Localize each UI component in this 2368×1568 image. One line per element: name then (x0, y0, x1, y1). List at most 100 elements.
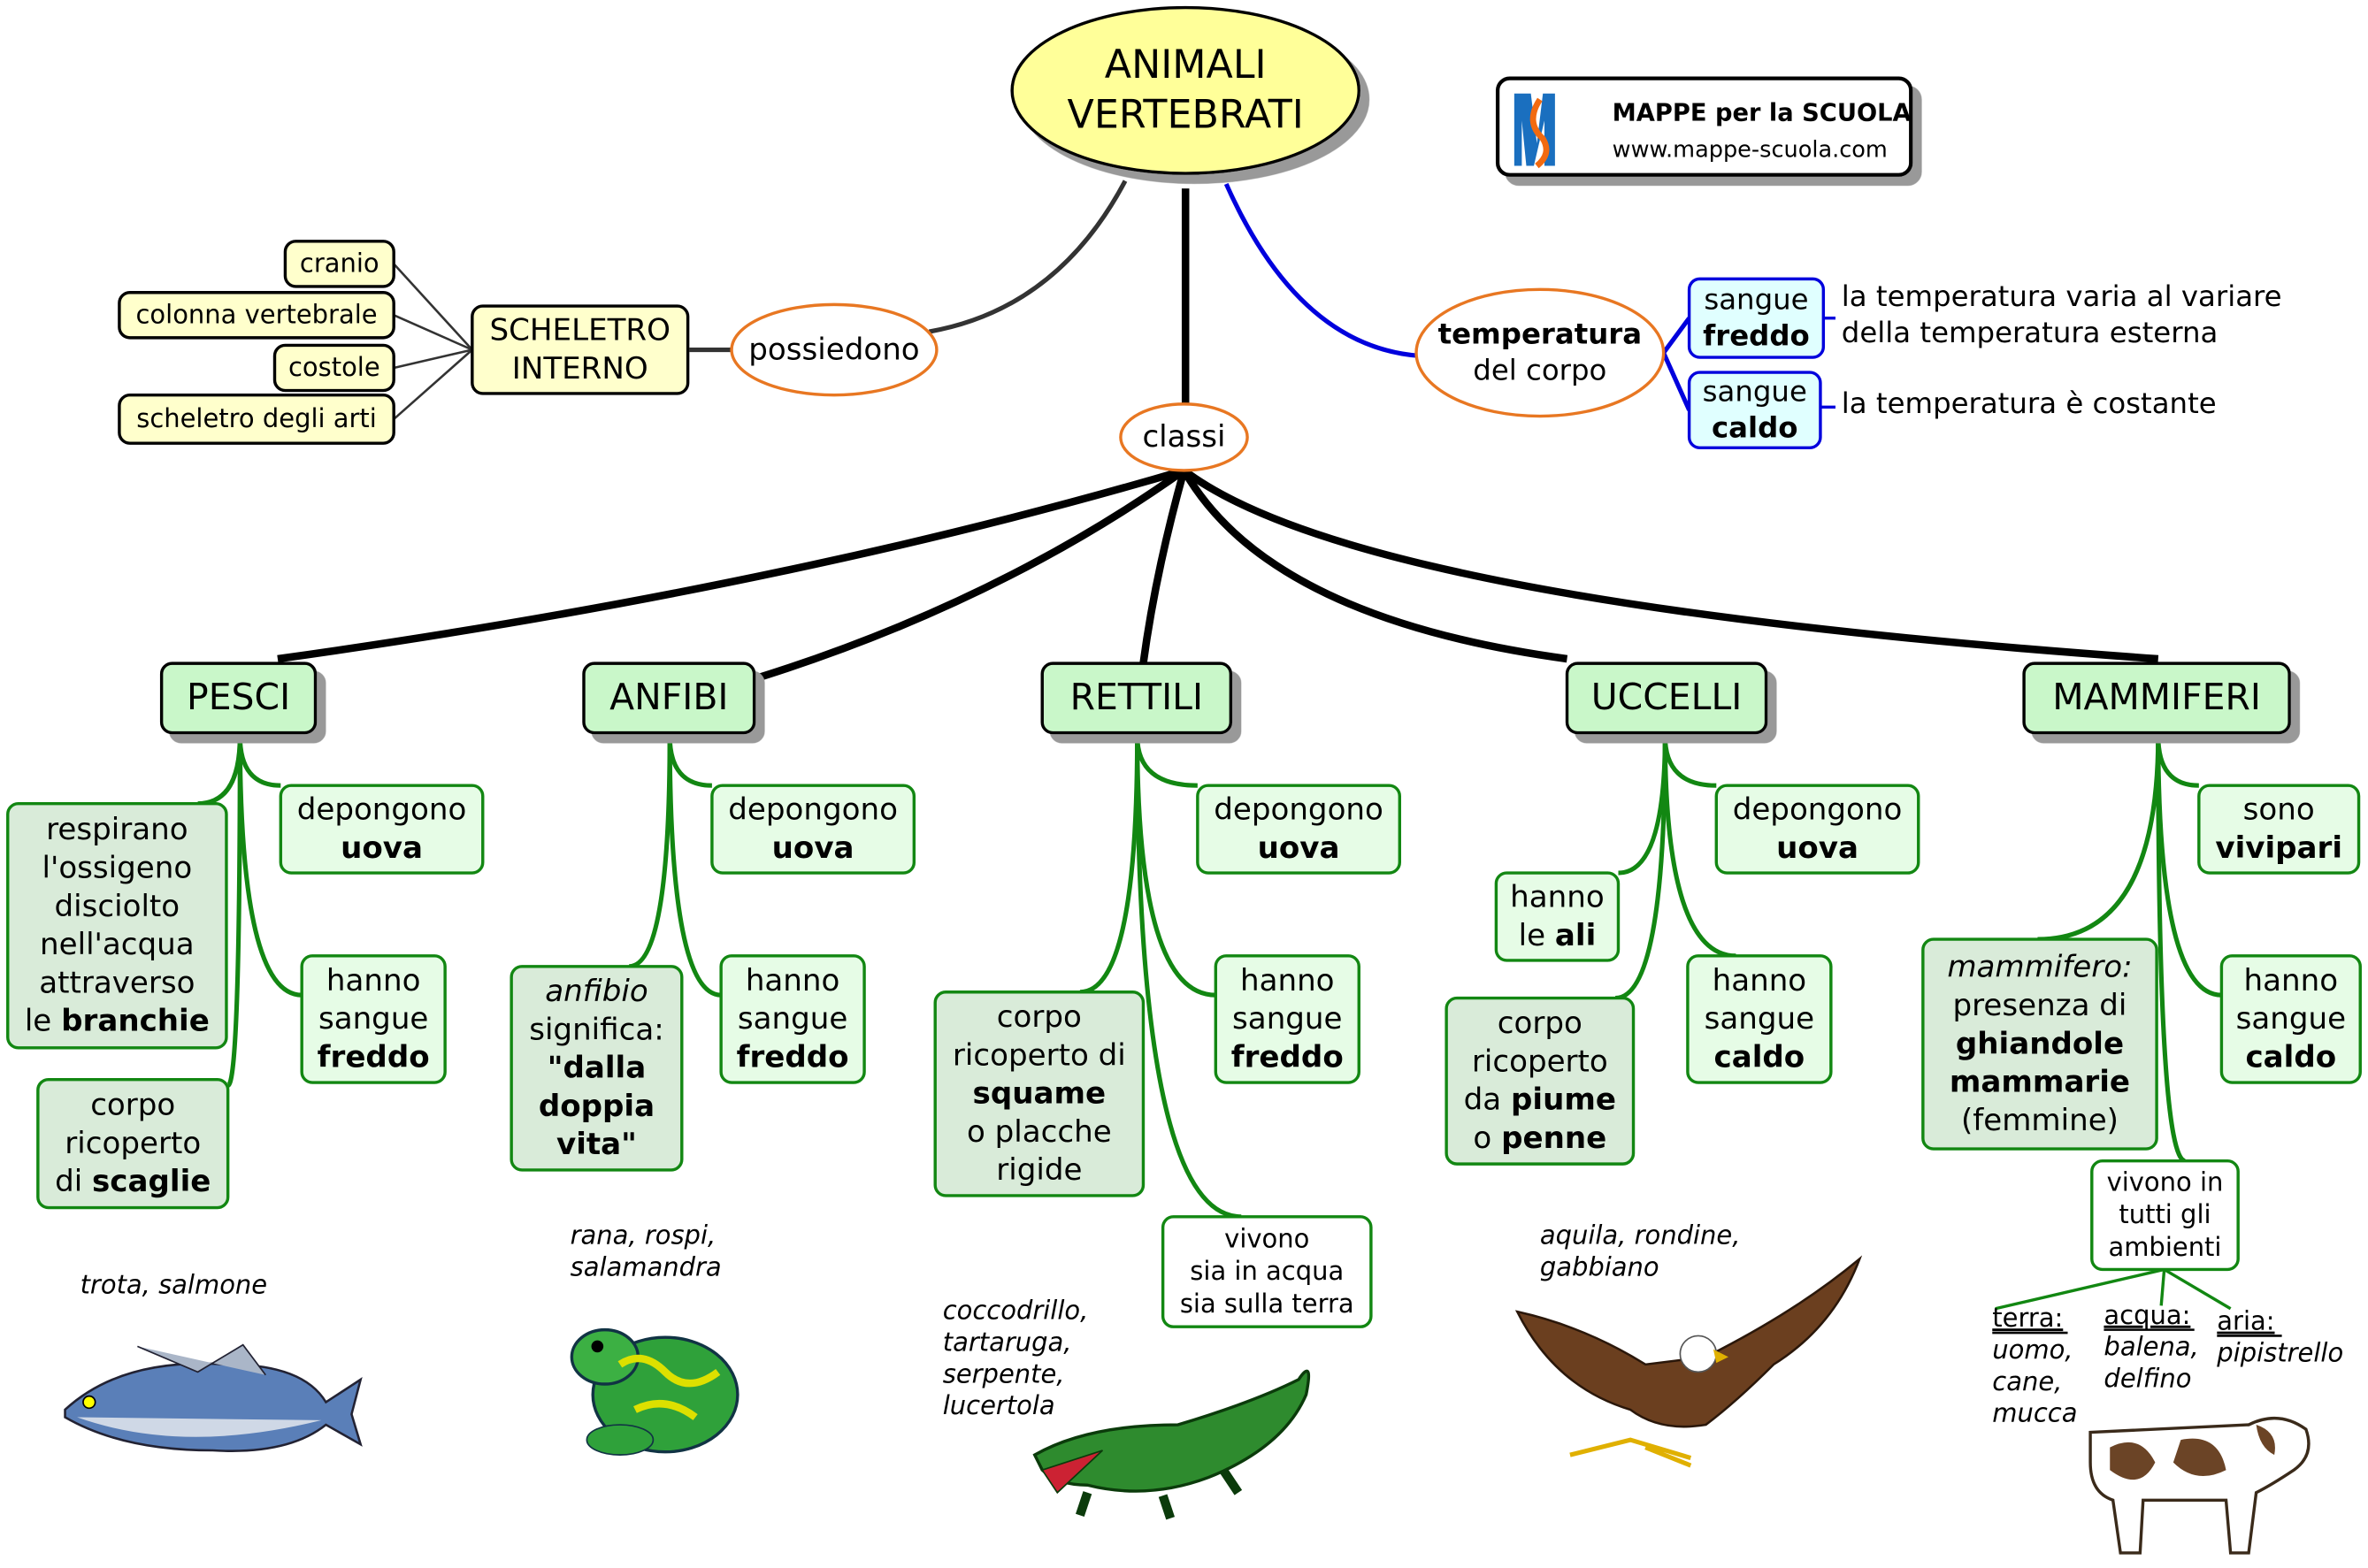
node-text-segment: corpo (1498, 1006, 1582, 1041)
connector-anfibi-detail (667, 735, 722, 998)
logo-url[interactable]: www.mappe-scuola.com (1613, 136, 1888, 163)
node-text-segment: di (55, 1164, 92, 1199)
node-text-segment: hanno (1510, 880, 1605, 915)
node-text-segment: attraverso (39, 965, 195, 1000)
node-box (2197, 784, 2361, 875)
connector-scheletro-part (393, 314, 473, 351)
node-text-segment: depongono (1733, 792, 1903, 828)
logo[interactable]: MAPPE per la SCUOLA www.mappe-scuola.com (1495, 76, 1913, 177)
node-text-segment: ANIMALI (1105, 42, 1267, 88)
node-text-segment: disciolto (55, 889, 180, 924)
node-uccelli[interactable]: UCCELLI (1565, 662, 1768, 735)
node-text: scheletro degli arti (136, 403, 377, 433)
connector-scheletro-part (393, 348, 473, 420)
node-text-segment: classi (1142, 419, 1225, 455)
node-text: PESCI (187, 676, 290, 718)
connector-uccelli-detail (1614, 735, 1667, 1001)
node-shape (1010, 5, 1360, 175)
node-pesci[interactable]: PESCI (159, 662, 318, 735)
node-text-segment: hanno (1713, 963, 1807, 998)
node-rettili[interactable]: RETTILI (1040, 662, 1233, 735)
node-shape (730, 302, 939, 397)
node-classi[interactable]: classi (1119, 402, 1249, 472)
node-colonna[interactable]: colonna vertebrale (118, 291, 395, 340)
node-text-segment: o placche (967, 1114, 1112, 1150)
node-costole[interactable]: costole (272, 343, 395, 393)
examples-rettili: lucertola (943, 1390, 1055, 1420)
node-text-segment: sangue (2236, 1001, 2346, 1036)
connector-uccelli-detail (1662, 735, 1717, 788)
habitat-aria-label: aria: (2217, 1306, 2274, 1336)
node-arti[interactable]: scheletro degli arti (118, 393, 395, 445)
node-text-segment: uova (1776, 830, 1858, 866)
node-text-segment: cranio (300, 248, 379, 278)
node-text-segment: scheletro degli arti (136, 403, 377, 433)
logo-box (1495, 76, 1913, 177)
habitat-acqua-label: acqua: (2104, 1300, 2190, 1330)
node-text-segment: uova (772, 830, 854, 866)
node-text-segment: ali (1555, 918, 1596, 953)
examples-anfibi: salamandra (571, 1251, 722, 1281)
examples-uccelli: gabbiano (1540, 1251, 1659, 1281)
node-caldo-desc[interactable]: la temperatura è costante (1842, 386, 2217, 420)
node-anfibi[interactable]: ANFIBI (582, 662, 756, 735)
node-text-segment: branchie (61, 1004, 210, 1039)
node-text-segment: VERTEBRATI (1068, 92, 1304, 137)
node-possiedono[interactable]: possiedono (730, 302, 939, 397)
node-box (1494, 871, 1621, 962)
node-text: RETTILI (1070, 676, 1203, 718)
node-mammiferi[interactable]: MAMMIFERI (2022, 662, 2291, 735)
node-text-segment: scaglie (92, 1164, 211, 1199)
node-text-segment: ghiandole (1956, 1026, 2124, 1061)
node-text: MAMMIFERI (2052, 676, 2261, 718)
node-box (1921, 937, 2158, 1151)
node-box (1687, 277, 1826, 359)
node-text-segment: (femmine) (1961, 1103, 2119, 1138)
node-text-segment: depongono (728, 792, 898, 828)
node-text: ANFIBI (609, 676, 728, 718)
node-text-segment: mammifero: (1947, 950, 2132, 985)
connector-mammiferi-detail (2156, 735, 2187, 1164)
connector-ambienti-terra (1995, 1267, 2165, 1311)
node-box (582, 662, 756, 735)
node-text-segment: sia sulla terra (1180, 1289, 1354, 1319)
node-cranio[interactable]: cranio (283, 240, 395, 288)
node-text-segment: vita" (556, 1127, 637, 1162)
node-text-segment: caldo (1714, 1039, 1805, 1075)
eagle-picture (1514, 1255, 1863, 1468)
